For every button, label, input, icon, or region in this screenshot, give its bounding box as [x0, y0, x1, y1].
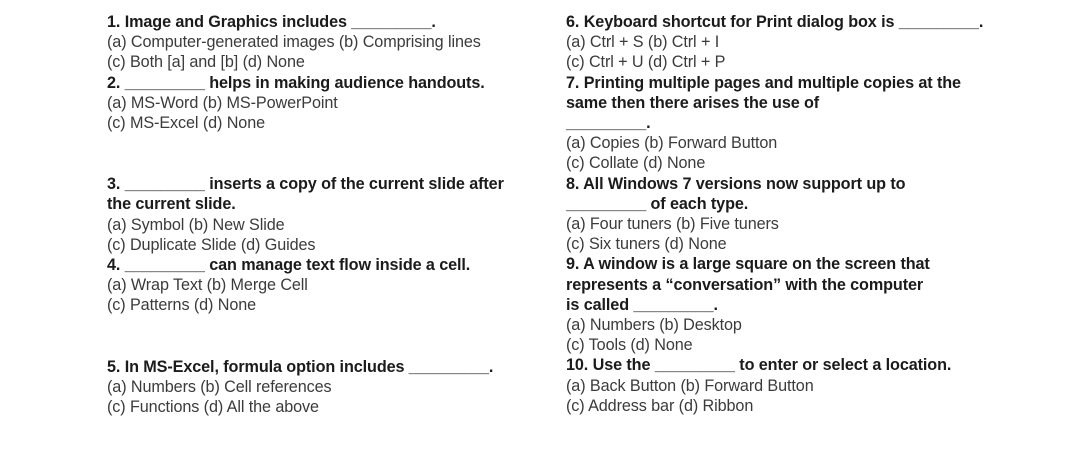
question-stem-line: 9. A window is a large square on the scr…: [566, 255, 930, 274]
question-option-line: (c) Tools (d) None: [566, 336, 693, 355]
question-option-line: (c) MS-Excel (d) None: [107, 114, 266, 133]
question-option-line: (c) Collate (d) None: [566, 154, 706, 173]
question-option-line: (a) Back Button (b) Forward Button: [566, 376, 814, 395]
question-option-line: (c) Patterns (d) None: [107, 296, 257, 315]
question-option-line: (a) Symbol (b) New Slide: [107, 215, 285, 234]
question-stem-line: _________.: [566, 114, 651, 133]
question-option-line: (c) Both [a] and [b] (d) None: [107, 53, 305, 72]
question-stem-line: 8. All Windows 7 versions now support up…: [566, 174, 906, 193]
question-option-line: (a) Numbers (b) Desktop: [566, 316, 742, 335]
question-block: 7. Printing multiple pages and multiple …: [566, 73, 1067, 174]
question-stem-line: 4. _________ can manage text flow inside…: [107, 256, 471, 275]
question-block: 4. _________ can manage text flow inside…: [107, 255, 552, 316]
two-column-layout: 1. Image and Graphics includes _________…: [0, 12, 1079, 417]
question-option-line: (c) Six tuners (d) None: [566, 235, 727, 254]
question-block: 9. A window is a large square on the scr…: [566, 254, 1067, 355]
question-option-line: (a) Computer-generated images (b) Compri…: [107, 33, 481, 52]
question-column-left: 1. Image and Graphics includes _________…: [0, 12, 562, 417]
question-stem-line: the current slide.: [107, 195, 236, 214]
question-block: 10. Use the _________ to enter or select…: [566, 355, 1067, 416]
question-option-line: (c) Ctrl + U (d) Ctrl + P: [566, 53, 726, 72]
question-option-line: (a) Four tuners (b) Five tuners: [566, 215, 779, 234]
question-stem-line: 10. Use the _________ to enter or select…: [566, 356, 952, 375]
question-stem-line: 1. Image and Graphics includes _________…: [107, 13, 436, 31]
question-option-line: (c) Functions (d) All the above: [107, 398, 319, 417]
question-option-line: (a) Wrap Text (b) Merge Cell: [107, 276, 308, 295]
question-stem-line: 7. Printing multiple pages and multiple …: [566, 73, 961, 92]
question-stem-line: 2. _________ helps in making audience ha…: [107, 73, 485, 92]
question-stem-line: same then there arises the use of: [566, 93, 820, 112]
question-block: 5. In MS-Excel, formula option includes …: [107, 357, 552, 418]
question-option-line: (c) Address bar (d) Ribbon: [566, 396, 754, 415]
question-stem-line: is called _________.: [566, 295, 718, 314]
question-option-line: (a) Ctrl + S (b) Ctrl + I: [566, 33, 720, 52]
question-block: 3. _________ inserts a copy of the curre…: [107, 174, 552, 255]
question-stem-line: 3. _________ inserts a copy of the curre…: [107, 175, 504, 194]
question-block: 8. All Windows 7 versions now support up…: [566, 174, 1067, 255]
question-option-line: (c) Duplicate Slide (d) Guides: [107, 235, 316, 254]
question-stem-line: 5. In MS-Excel, formula option includes …: [107, 357, 494, 376]
question-stem-line: 6. Keyboard shortcut for Print dialog bo…: [566, 13, 984, 31]
question-option-line: (a) Copies (b) Forward Button: [566, 134, 778, 153]
question-block: 1. Image and Graphics includes _________…: [107, 12, 552, 73]
question-option-line: (a) Numbers (b) Cell references: [107, 377, 332, 396]
question-column-right: 6. Keyboard shortcut for Print dialog bo…: [562, 12, 1079, 416]
question-stem-line: represents a “conversation” with the com…: [566, 275, 924, 294]
question-block: 2. _________ helps in making audience ha…: [107, 73, 552, 134]
question-option-line: (a) MS-Word (b) MS-PowerPoint: [107, 93, 338, 112]
question-block: 6. Keyboard shortcut for Print dialog bo…: [566, 12, 1067, 73]
question-stem-line: _________ of each type.: [566, 194, 749, 213]
